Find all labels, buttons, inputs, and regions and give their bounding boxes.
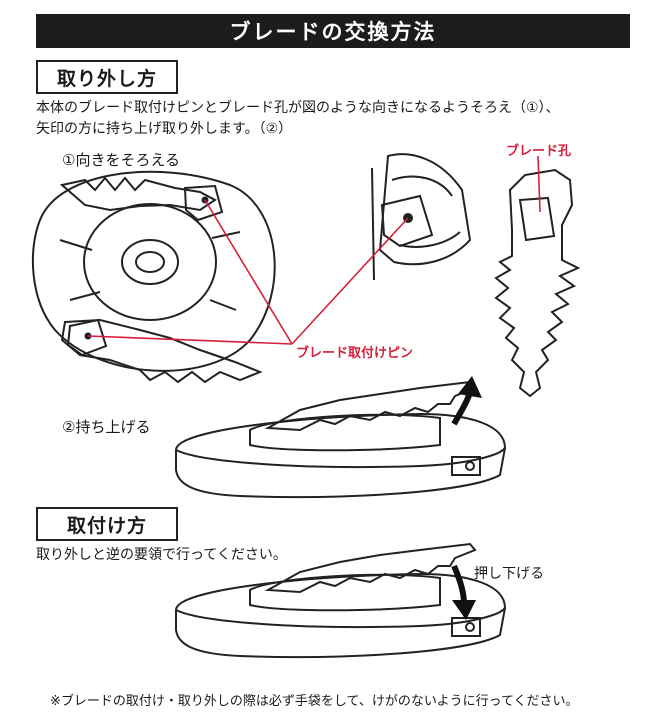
page-title: ブレードの交換方法 <box>36 14 630 48</box>
blade-hole-label: ブレード孔 <box>506 144 572 159</box>
push-down-label: 押し下げる <box>474 566 544 582</box>
removal-instruction-line1: 本体のブレード取付けピンとブレード孔が図のような向きになるようそろえ（①）、 <box>36 100 560 116</box>
removal-instruction-line2: 矢印の方に持ち上げ取り外します。（②） <box>36 121 293 137</box>
blade-pin-label: ブレード取付けピン <box>296 346 414 361</box>
step2-label: ②持ち上げる <box>62 418 151 436</box>
attach-instruction: 取り外しと逆の要領で行ってください。 <box>36 547 287 563</box>
safety-footnote: ※ブレードの取付け・取り外しの際は必ず手袋をして、けがのないように行ってください… <box>50 694 579 709</box>
removal-heading: 取り外し方 <box>36 60 178 94</box>
step1-label: ①向きをそろえる <box>62 151 180 169</box>
attach-heading: 取付け方 <box>36 507 178 541</box>
